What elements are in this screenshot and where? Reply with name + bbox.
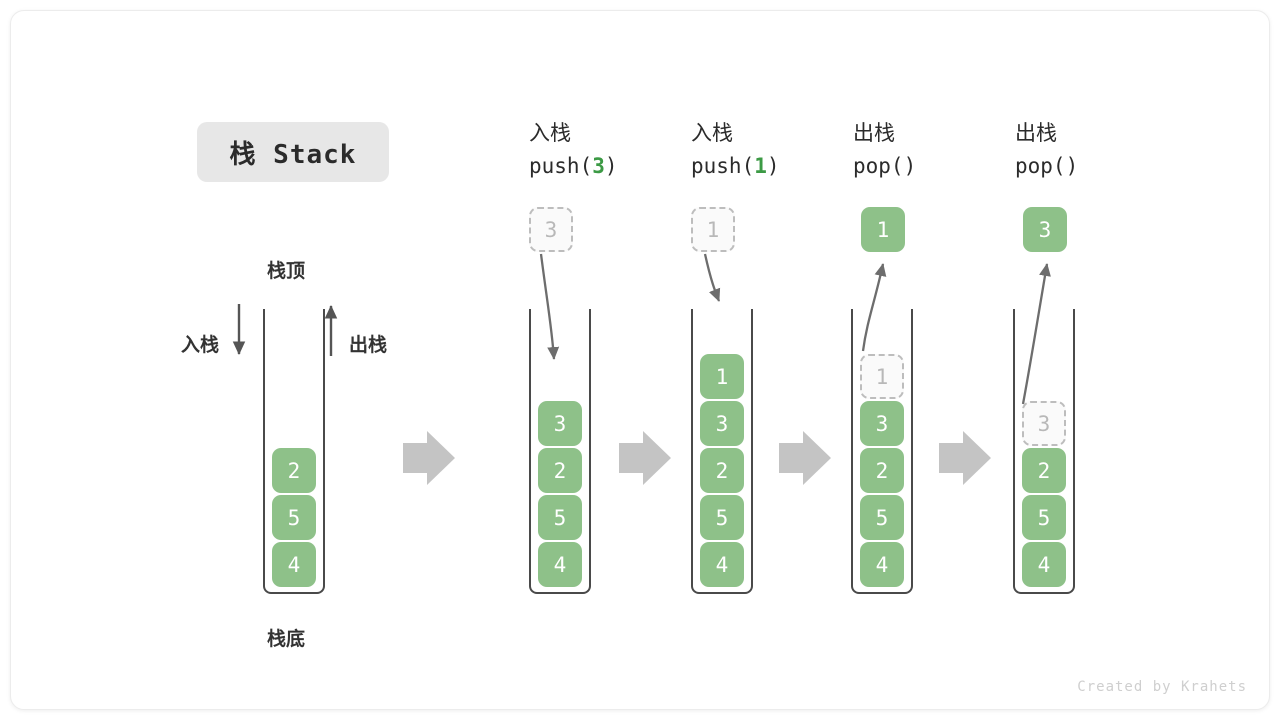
column-heading-push-3: 入栈 push(3)	[529, 117, 618, 183]
stack-top-label: 栈顶	[267, 260, 306, 282]
floating-popped-cell-2: 3	[1023, 207, 1067, 252]
stack-tube-push-3: 3 2 5 4	[529, 309, 591, 594]
arrow-overlay	[232, 253, 1051, 485]
stack-cell: 4	[860, 542, 904, 587]
column-heading-code-arg: 3	[592, 154, 605, 178]
push-1-motion-arrow-icon	[703, 253, 721, 302]
stack-cell: 1	[700, 354, 744, 399]
floating-ghost-cell-push-1: 1	[691, 207, 735, 252]
column-heading-cn: 出栈	[853, 121, 895, 145]
column-heading-push-1: 入栈 push(1)	[691, 117, 780, 183]
stack-tube-pop-1: 1 3 2 5 4	[851, 309, 913, 594]
stack-cell: 1	[860, 354, 904, 399]
stack-cell: 5	[1022, 495, 1066, 540]
stack-cell: 5	[272, 495, 316, 540]
flow-arrow-3-icon	[779, 431, 831, 485]
column-heading-pop-1: 出栈 pop()	[853, 117, 916, 183]
stack-cell: 2	[1022, 448, 1066, 493]
stack-cell: 2	[538, 448, 582, 493]
column-heading-code-suffix: )	[604, 154, 618, 178]
column-heading-code-suffix: )	[766, 154, 780, 178]
stack-cell: 5	[538, 495, 582, 540]
column-heading-cn: 入栈	[529, 121, 571, 145]
page-title: 栈 Stack	[197, 122, 389, 182]
column-heading-code: pop()	[1015, 154, 1079, 178]
stack-cell: 5	[860, 495, 904, 540]
stack-cell: 2	[860, 448, 904, 493]
stack-cell: 3	[700, 401, 744, 446]
stack-tube-pop-2: 3 2 5 4	[1013, 309, 1075, 594]
floating-ghost-cell-push-3: 3	[529, 207, 573, 252]
column-heading-code-prefix: push(	[691, 154, 755, 178]
stack-cell: 5	[700, 495, 744, 540]
stack-tube-initial: 2 5 4	[263, 309, 325, 594]
column-heading-code-prefix: push(	[529, 154, 593, 178]
stack-cell: 4	[1022, 542, 1066, 587]
diagram-card: 栈 Stack 栈顶 入栈 出栈 栈底 2 5 4 入栈 push(3) 3 3…	[10, 10, 1270, 710]
flow-arrow-2-icon	[619, 431, 671, 485]
stack-cell: 3	[538, 401, 582, 446]
column-heading-code: pop()	[853, 154, 917, 178]
stack-cell: 4	[538, 542, 582, 587]
stack-cell: 3	[1022, 401, 1066, 446]
stack-cell: 4	[272, 542, 316, 587]
column-heading-pop-2: 出栈 pop()	[1015, 117, 1078, 183]
column-heading-code-arg: 1	[754, 154, 767, 178]
stack-cell: 4	[700, 542, 744, 587]
stack-bottom-label: 栈底	[267, 628, 306, 650]
push-direction-label: 入栈	[181, 334, 220, 356]
stack-cell: 2	[272, 448, 316, 493]
stack-cell: 2	[700, 448, 744, 493]
pop-direction-label: 出栈	[349, 334, 388, 356]
column-heading-cn: 入栈	[691, 121, 733, 145]
stack-cell: 3	[860, 401, 904, 446]
floating-popped-cell-1: 1	[861, 207, 905, 252]
column-heading-cn: 出栈	[1015, 121, 1057, 145]
watermark-credit: Created by Krahets	[1077, 679, 1247, 695]
flow-arrow-1-icon	[403, 431, 455, 485]
stack-tube-push-1: 1 3 2 5 4	[691, 309, 753, 594]
flow-arrow-4-icon	[939, 431, 991, 485]
